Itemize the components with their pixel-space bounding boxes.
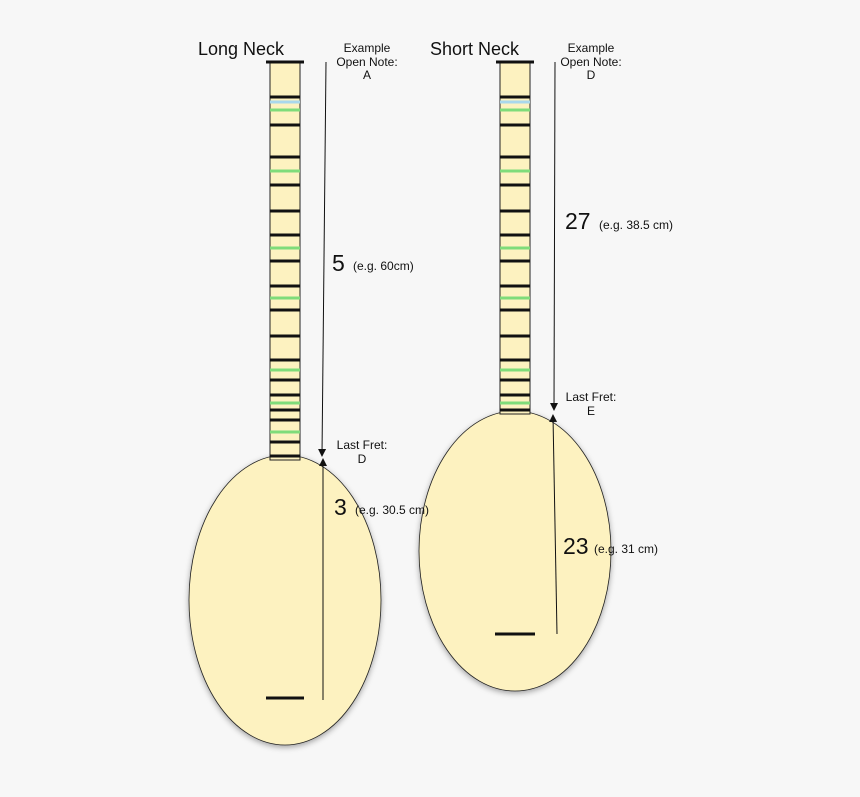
short-neck-title: Short Neck [430, 39, 520, 59]
short-neck-neck-example: (e.g. 38.5 cm) [599, 218, 674, 232]
long-neck-neck-example: (e.g. 60cm) [353, 259, 414, 273]
short-neck-neck-measure: 27 [565, 208, 591, 234]
long-neck-neck-arrow [318, 61, 327, 457]
long-neck-open-note: Example Open Note: A [336, 41, 398, 82]
long-neck-body-measure: 3 [334, 494, 347, 520]
short-neck-instrument [418, 60, 612, 692]
short-neck-open-note: Example Open Note: D [560, 41, 622, 82]
long-neck-body [188, 454, 382, 746]
short-neck-neck-arrow [550, 61, 559, 411]
short-neck-body-measure: 23 [563, 533, 589, 559]
long-neck-neck-measure: 5 [332, 250, 345, 276]
short-neck-body-example: (e.g. 31 cm) [594, 542, 659, 556]
short-neck-fretboard [499, 61, 531, 415]
long-neck-instrument [188, 60, 382, 746]
short-neck-last-fret: Last Fret: E [565, 390, 617, 418]
long-neck-title: Long Neck [198, 39, 285, 59]
short-neck-frets [500, 95, 530, 412]
long-neck-last-fret: Last Fret: D [336, 438, 388, 466]
long-neck-frets [270, 95, 300, 458]
short-neck-body-arrow [549, 414, 558, 635]
long-neck-body-example: (e.g. 30.5 cm) [355, 503, 430, 517]
